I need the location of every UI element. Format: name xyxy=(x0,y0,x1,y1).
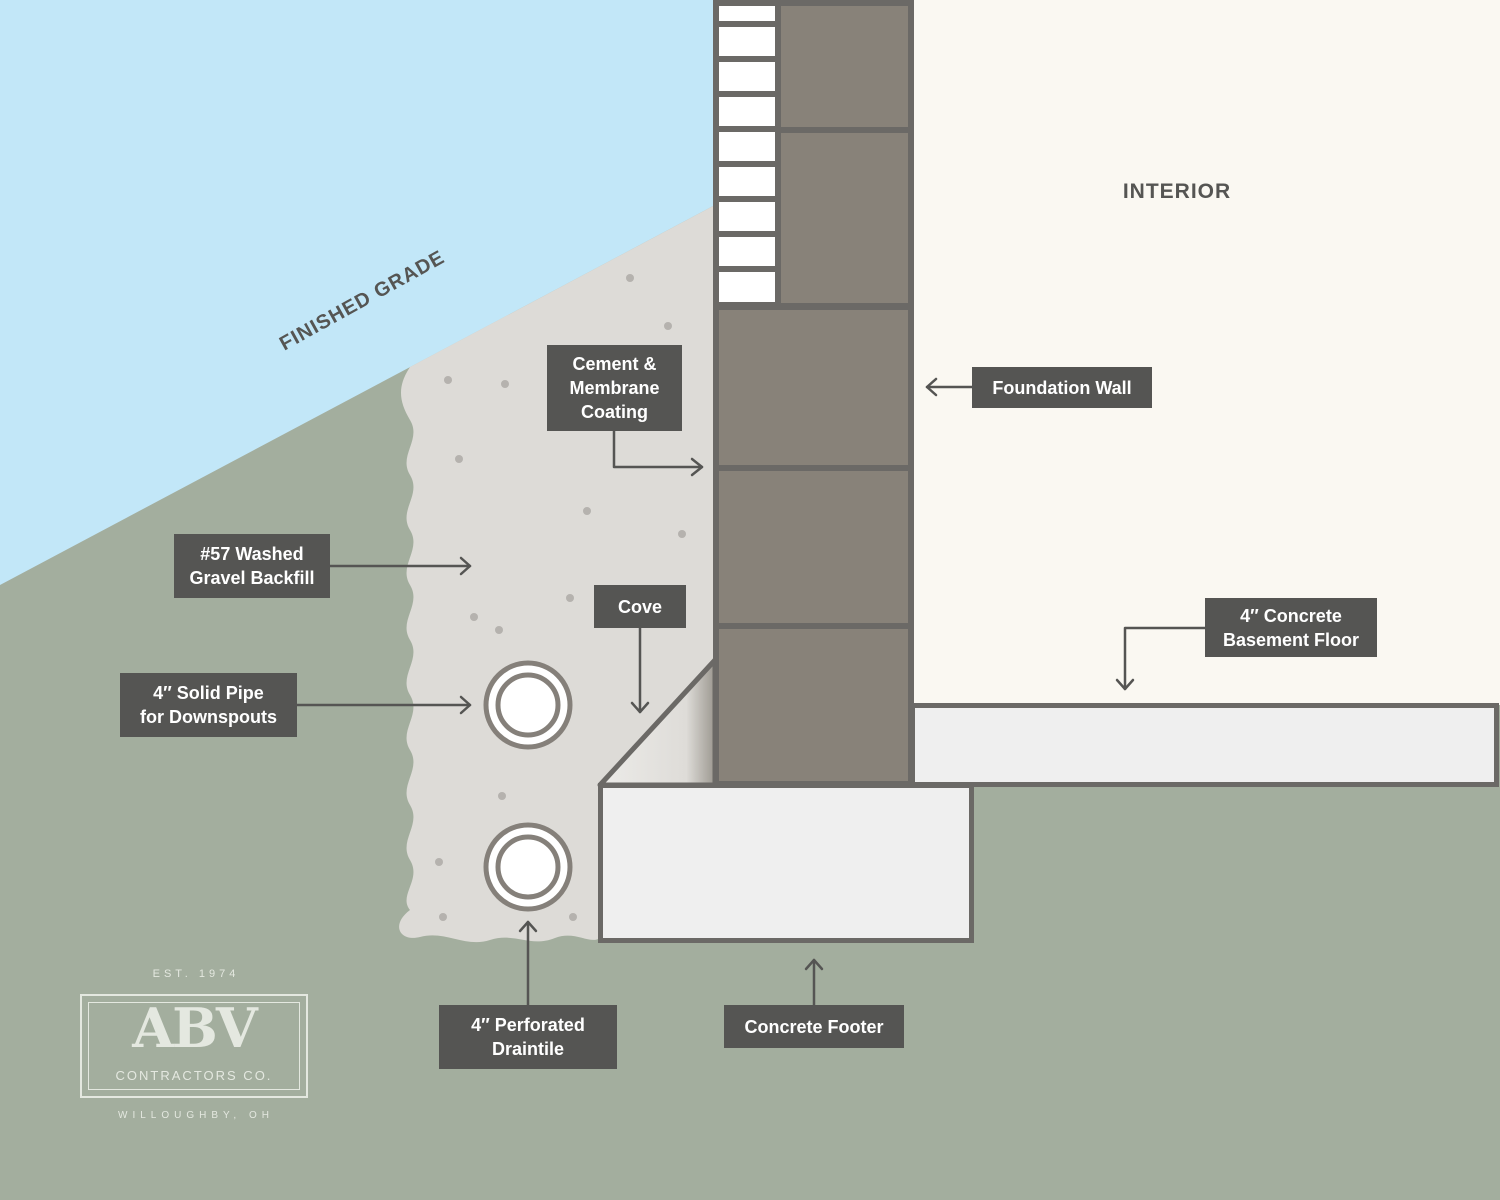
solid-pipe xyxy=(483,660,573,750)
callout-line: #57 Washed xyxy=(200,544,304,564)
arrowhead xyxy=(1115,678,1135,691)
gravel-speck xyxy=(470,613,478,621)
wall-block xyxy=(719,310,908,465)
brick xyxy=(719,97,775,126)
callout-basement-floor: 4″ Concrete Basement Floor xyxy=(1205,598,1377,657)
brick-veneer xyxy=(719,6,775,302)
callout-line: Foundation Wall xyxy=(992,377,1132,398)
gravel-speck xyxy=(664,322,672,330)
callout-line: for Downspouts xyxy=(140,707,277,727)
gravel-speck xyxy=(678,530,686,538)
gravel-speck xyxy=(626,274,634,282)
callout-cement-membrane: Cement & Membrane Coating xyxy=(547,345,682,431)
leader-cement-membrane xyxy=(612,428,704,469)
sky-region xyxy=(0,0,715,585)
basement-floor-slab xyxy=(910,703,1499,787)
callout-washed-gravel: #57 Washed Gravel Backfill xyxy=(174,534,330,598)
arrowhead xyxy=(925,377,938,397)
concrete-footer xyxy=(598,783,974,943)
gravel-speck xyxy=(444,376,452,384)
gravel-speckles xyxy=(435,274,686,921)
brick xyxy=(719,272,775,302)
brick xyxy=(719,167,775,196)
company-logo: EST. 1974 ABV CONTRACTORS CO. WILLOUGHBY… xyxy=(76,962,316,1124)
leader-basement-floor xyxy=(1123,626,1207,691)
logo-established: EST. 1974 xyxy=(152,968,240,980)
callout-cove: Cove xyxy=(594,585,686,628)
interior-label: INTERIOR xyxy=(1122,180,1232,203)
gravel-speck xyxy=(495,626,503,634)
arrowhead xyxy=(630,701,650,714)
logo-location: WILLOUGHBY, OH xyxy=(118,1110,274,1121)
callout-line: Cement & xyxy=(572,354,657,374)
gravel-speck xyxy=(498,792,506,800)
arrowhead xyxy=(459,556,472,576)
wall-block xyxy=(781,6,908,127)
logo-inner-frame xyxy=(88,1002,300,1090)
callout-foundation-wall: Foundation Wall xyxy=(972,367,1152,408)
arrowhead xyxy=(518,920,538,933)
brick xyxy=(719,132,775,161)
logo-company-name: CONTRACTORS CO. xyxy=(115,1068,273,1083)
gravel-speck xyxy=(455,455,463,463)
callout-footer: Concrete Footer xyxy=(724,1005,904,1048)
leader-lines xyxy=(295,377,1207,1007)
brick xyxy=(719,62,775,91)
logo-mark: ABV xyxy=(132,996,257,1060)
gravel-speck xyxy=(501,380,509,388)
callout-line: Basement Floor xyxy=(1222,629,1360,650)
arrowhead xyxy=(804,958,824,971)
gravel-speck xyxy=(566,594,574,602)
callout-line: Draintile xyxy=(491,1039,565,1059)
brick xyxy=(719,202,775,231)
gravel-speck xyxy=(435,858,443,866)
callout-line: Cove xyxy=(617,596,662,617)
wall-block xyxy=(719,471,908,623)
callout-line: Concrete Footer xyxy=(744,1016,884,1037)
brick xyxy=(719,27,775,56)
perforated-draintile xyxy=(483,822,573,912)
gravel-speck xyxy=(583,507,591,515)
callout-line: 4″ Concrete xyxy=(1240,605,1342,626)
arrowhead xyxy=(690,457,704,477)
gravel-speck xyxy=(439,913,447,921)
brick xyxy=(719,6,775,21)
wall-block xyxy=(781,133,908,303)
callout-line: Membrane xyxy=(569,378,660,398)
wall-block xyxy=(719,629,908,781)
callout-line: 4″ Perforated xyxy=(471,1015,585,1035)
callout-line: Coating xyxy=(581,402,648,422)
concrete-blocks xyxy=(719,6,908,781)
callout-line: Gravel Backfill xyxy=(189,568,315,588)
arrowhead xyxy=(459,695,472,715)
callout-line: 4″ Solid Pipe xyxy=(153,683,264,703)
callout-solid-pipe: 4″ Solid Pipe for Downspouts xyxy=(120,673,297,737)
interior-region xyxy=(912,0,1500,705)
gravel-speck xyxy=(569,913,577,921)
callout-draintile: 4″ Perforated Draintile xyxy=(439,1005,617,1069)
brick xyxy=(719,237,775,266)
logo-frame: ABV CONTRACTORS CO. xyxy=(80,994,308,1098)
